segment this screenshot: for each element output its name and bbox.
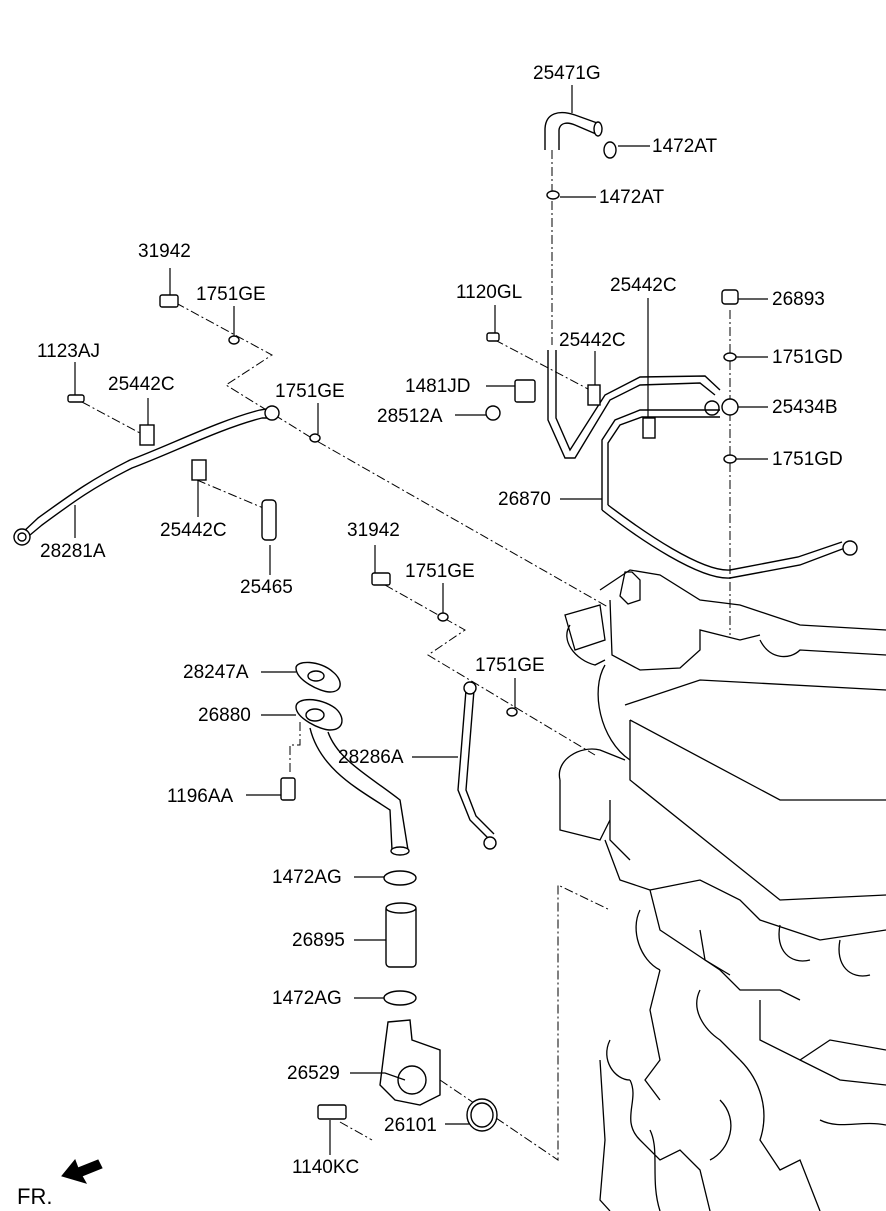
part-label-25434b: 25434B [772,397,838,418]
part-label-25442c-right-top: 25442C [610,275,677,296]
part-label-1751gd-bottom: 1751GD [772,449,843,470]
front-direction-label: FR. [17,1184,53,1209]
part-label-1751gd-top: 1751GD [772,347,843,368]
reference-lines [81,150,731,1161]
part-label-31942-top: 31942 [138,241,191,262]
part-label-28247a: 28247A [183,662,249,683]
part-label-1751ge-2: 1751GE [275,381,345,402]
part-label-26880: 26880 [198,705,251,726]
part-label-25471g: 25471G [533,63,601,84]
part-label-28512a: 28512A [377,406,443,427]
engine-block [558,569,886,1211]
part-label-1140kc: 1140KC [292,1157,360,1178]
part-label-1751ge-3: 1751GE [405,561,475,582]
part-label-25442c-mid: 25442C [160,520,227,541]
part-label-25442c-center: 25442C [559,330,626,351]
part-label-26101: 26101 [384,1115,437,1136]
part-label-26870: 26870 [498,489,551,510]
part-label-26895: 26895 [292,930,345,951]
part-label-25465: 25465 [240,577,293,598]
part-label-28281a: 28281A [40,541,106,562]
part-label-1472at-lower: 1472AT [599,187,665,208]
part-label-1472ag-top: 1472AG [272,867,342,888]
arrow-front-left-icon [61,1159,103,1184]
part-label-1751ge-1: 1751GE [196,284,266,305]
leader-lines [74,85,768,1155]
part-label-25442c-left: 25442C [108,374,175,395]
part-label-1123aj: 1123AJ [37,341,101,362]
part-label-1751ge-4: 1751GE [475,655,545,676]
part-label-1481jd: 1481JD [405,376,471,397]
part-label-1472at-top: 1472AT [652,136,718,157]
part-label-28286a: 28286A [338,747,404,768]
part-label-1196aa: 1196AA [167,786,234,807]
part-label-26529: 26529 [287,1063,340,1084]
part-label-1120gl: 1120GL [456,282,523,303]
part-label-1472ag-bottom: 1472AG [272,988,342,1009]
part-label-26893: 26893 [772,289,825,310]
tubes [13,112,858,856]
part-label-31942-lower: 31942 [347,520,400,541]
fasteners [67,141,739,1132]
